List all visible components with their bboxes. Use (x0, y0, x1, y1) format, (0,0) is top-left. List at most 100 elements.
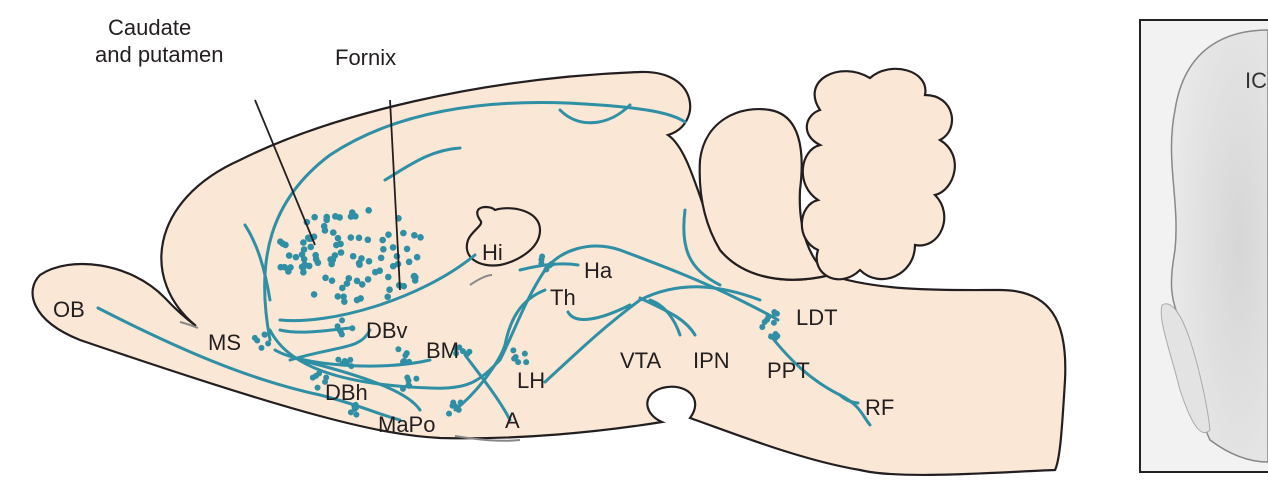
terminal-bouton (353, 404, 360, 411)
dot (417, 234, 424, 241)
terminal-bouton (338, 331, 345, 338)
terminal-bouton (339, 317, 346, 324)
terminal-bouton (395, 346, 402, 353)
terminal-bouton (768, 333, 775, 340)
label-a: A (505, 408, 520, 433)
dot (347, 234, 355, 241)
dot (337, 249, 345, 256)
dot (389, 244, 397, 251)
dot (358, 281, 366, 288)
terminal-bouton (413, 375, 420, 382)
terminal-bouton (405, 377, 412, 384)
dot (341, 298, 348, 305)
label-ppt: PPT (767, 358, 810, 383)
terminal-bouton (459, 348, 466, 355)
label-ms: MS (208, 330, 241, 355)
label-hi: Hi (482, 240, 503, 265)
terminal-bouton (761, 319, 768, 326)
terminal-bouton (772, 331, 779, 338)
cerebellum-outline (800, 67, 956, 281)
terminal-bouton (399, 385, 406, 392)
dot (287, 264, 294, 271)
dot (384, 273, 392, 281)
dot (328, 277, 336, 284)
dot (329, 229, 337, 236)
terminal-bouton (452, 345, 459, 352)
label-caudate: Caudate (108, 15, 191, 40)
terminal-bouton (464, 350, 471, 357)
dot (343, 280, 351, 287)
terminal-bouton (449, 402, 456, 409)
terminal-bouton (515, 359, 522, 366)
dot (371, 268, 379, 276)
photo-label-ic: IC (1245, 68, 1267, 93)
dot (384, 293, 392, 301)
label-dbv: DBv (366, 318, 408, 343)
label-and-putamen: and putamen (95, 42, 223, 67)
dot (405, 258, 413, 266)
dot (322, 274, 329, 282)
terminal-bouton (538, 260, 545, 267)
histology-photo: IC (1139, 19, 1268, 473)
dot (365, 207, 372, 214)
terminal-bouton (254, 337, 261, 344)
label-ha: Ha (584, 258, 613, 283)
terminal-bouton (765, 313, 772, 320)
dot (329, 256, 337, 264)
dot (386, 286, 393, 293)
dot (285, 252, 293, 259)
terminal-bouton (261, 331, 268, 338)
dot (277, 238, 284, 245)
terminal-bouton (521, 350, 528, 357)
dot (334, 234, 342, 242)
dot (403, 245, 411, 253)
label-th: Th (550, 285, 576, 310)
label-ob: OB (53, 297, 85, 322)
label-mapo: MaPo (378, 412, 435, 437)
label-rf: RF (865, 395, 894, 420)
dot (304, 234, 312, 242)
dot (348, 209, 356, 216)
dot (413, 253, 421, 261)
dot (353, 277, 361, 285)
label-dbh: DBh (325, 380, 368, 405)
dot (349, 252, 357, 260)
dot (340, 293, 347, 300)
dot (300, 239, 307, 246)
dot (411, 231, 418, 239)
terminal-bouton (457, 399, 464, 406)
dot (300, 246, 308, 253)
dot (333, 241, 340, 249)
terminal-bouton (341, 358, 348, 365)
dot (292, 253, 300, 261)
terminal-bouton (347, 356, 354, 363)
terminal-bouton (510, 347, 517, 354)
terminal-bouton (314, 384, 321, 391)
dot (334, 293, 342, 300)
dot (339, 284, 346, 292)
label-ldt: LDT (796, 305, 838, 330)
dot (277, 263, 285, 271)
label-bm: BM (426, 338, 459, 363)
terminal-bouton (335, 356, 342, 363)
hippocampus-outline (465, 205, 542, 267)
terminal-bouton (523, 359, 530, 366)
dot (400, 229, 407, 237)
dot (410, 272, 418, 280)
dot (305, 262, 313, 270)
dot (393, 252, 401, 260)
label-ipn: IPN (693, 348, 730, 373)
dot (377, 254, 385, 262)
dot (400, 282, 408, 290)
dot (365, 257, 373, 265)
terminal-bouton (309, 374, 316, 381)
fiber-terminals (251, 253, 781, 418)
terminal-bouton (446, 410, 453, 417)
terminal-bouton (265, 340, 272, 347)
terminal-bouton (539, 253, 546, 260)
terminal-bouton (401, 357, 408, 364)
dot (298, 251, 306, 258)
dot (312, 255, 320, 263)
terminal-bouton (322, 378, 329, 385)
terminal-bouton (770, 319, 777, 326)
